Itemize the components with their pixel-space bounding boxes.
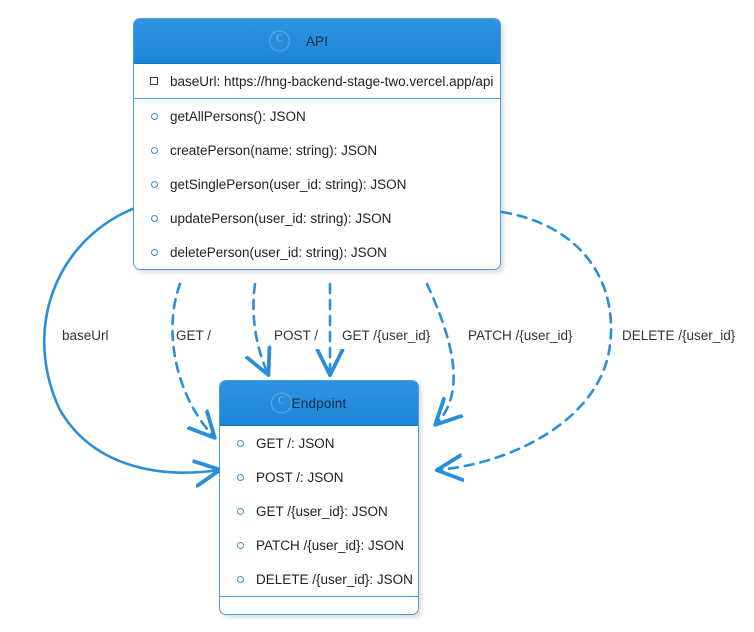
class-box-endpoint[interactable]: C Endpoint GET /: JSON POST /: JSON G [219,380,419,615]
method-label: createPerson(name: string): JSON [170,142,378,158]
public-visibility-icon [230,439,250,447]
method-row[interactable]: GET /: JSON [220,426,418,460]
public-visibility-icon [144,214,164,222]
method-label: GET /{user_id}: JSON [256,503,388,519]
method-row[interactable]: updatePerson(user_id: string): JSON [134,201,500,235]
method-row[interactable]: GET /{user_id}: JSON [220,494,418,528]
edge-label-delete-userid: DELETE /{user_id} [622,328,736,343]
edge-label-patch-userid: PATCH /{user_id} [468,328,573,343]
attributes-compartment-api: baseUrl: https://hng-backend-stage-two.v… [134,64,500,98]
method-row[interactable]: POST /: JSON [220,460,418,494]
method-label: PATCH /{user_id}: JSON [256,537,405,553]
public-visibility-icon [230,541,250,549]
edge-label-baseurl: baseUrl [62,328,109,343]
attribute-row[interactable]: baseUrl: https://hng-backend-stage-two.v… [134,64,500,98]
method-row[interactable]: DELETE /{user_id}: JSON [220,562,418,596]
package-visibility-icon [144,77,164,85]
method-label: getAllPersons(): JSON [170,108,306,124]
class-marker-icon: C [269,30,290,52]
method-row[interactable]: getSinglePerson(user_id: string): JSON [134,167,500,201]
public-visibility-icon [144,112,164,120]
edge-delete-userid-line [438,210,613,470]
edge-patch-userid-line [425,282,454,424]
attribute-label: baseUrl: https://hng-backend-stage-two.v… [170,73,494,89]
method-row[interactable]: deletePerson(user_id: string): JSON [134,235,500,269]
edge-get-root-line [171,282,214,437]
method-row[interactable]: PATCH /{user_id}: JSON [220,528,418,562]
public-visibility-icon [144,248,164,256]
edge-baseUrl-line [42,206,219,473]
class-header-endpoint: C Endpoint [220,381,418,426]
public-visibility-icon [144,146,164,154]
method-row[interactable]: getAllPersons(): JSON [134,99,500,133]
methods-compartment-api: getAllPersons(): JSON createPerson(name:… [134,98,500,269]
method-label: GET /: JSON [256,435,335,451]
edge-post-root-line [253,282,268,374]
public-visibility-icon [230,575,250,583]
public-visibility-icon [230,507,250,515]
method-label: getSinglePerson(user_id: string): JSON [170,176,407,192]
method-label: DELETE /{user_id}: JSON [256,571,413,587]
method-row[interactable]: createPerson(name: string): JSON [134,133,500,167]
method-label: POST /: JSON [256,469,344,485]
class-header-api: C API [134,19,500,64]
class-title-api: API [305,33,329,49]
method-label: updatePerson(user_id: string): JSON [170,210,392,226]
class-title-endpoint: Endpoint [291,395,347,411]
edge-label-post-root: POST / [274,328,318,343]
method-label: deletePerson(user_id: string): JSON [170,244,387,260]
methods-compartment-endpoint: GET /: JSON POST /: JSON GET /{user_id}:… [220,426,418,596]
class-box-api[interactable]: C API baseUrl: https://hng-backend-stage… [133,18,501,270]
class-marker-icon: C [271,392,292,414]
public-visibility-icon [144,180,164,188]
empty-compartment-endpoint [220,596,418,614]
edge-label-get-root: GET / [176,328,211,343]
edge-label-get-userid: GET /{user_id} [342,328,431,343]
public-visibility-icon [230,473,250,481]
